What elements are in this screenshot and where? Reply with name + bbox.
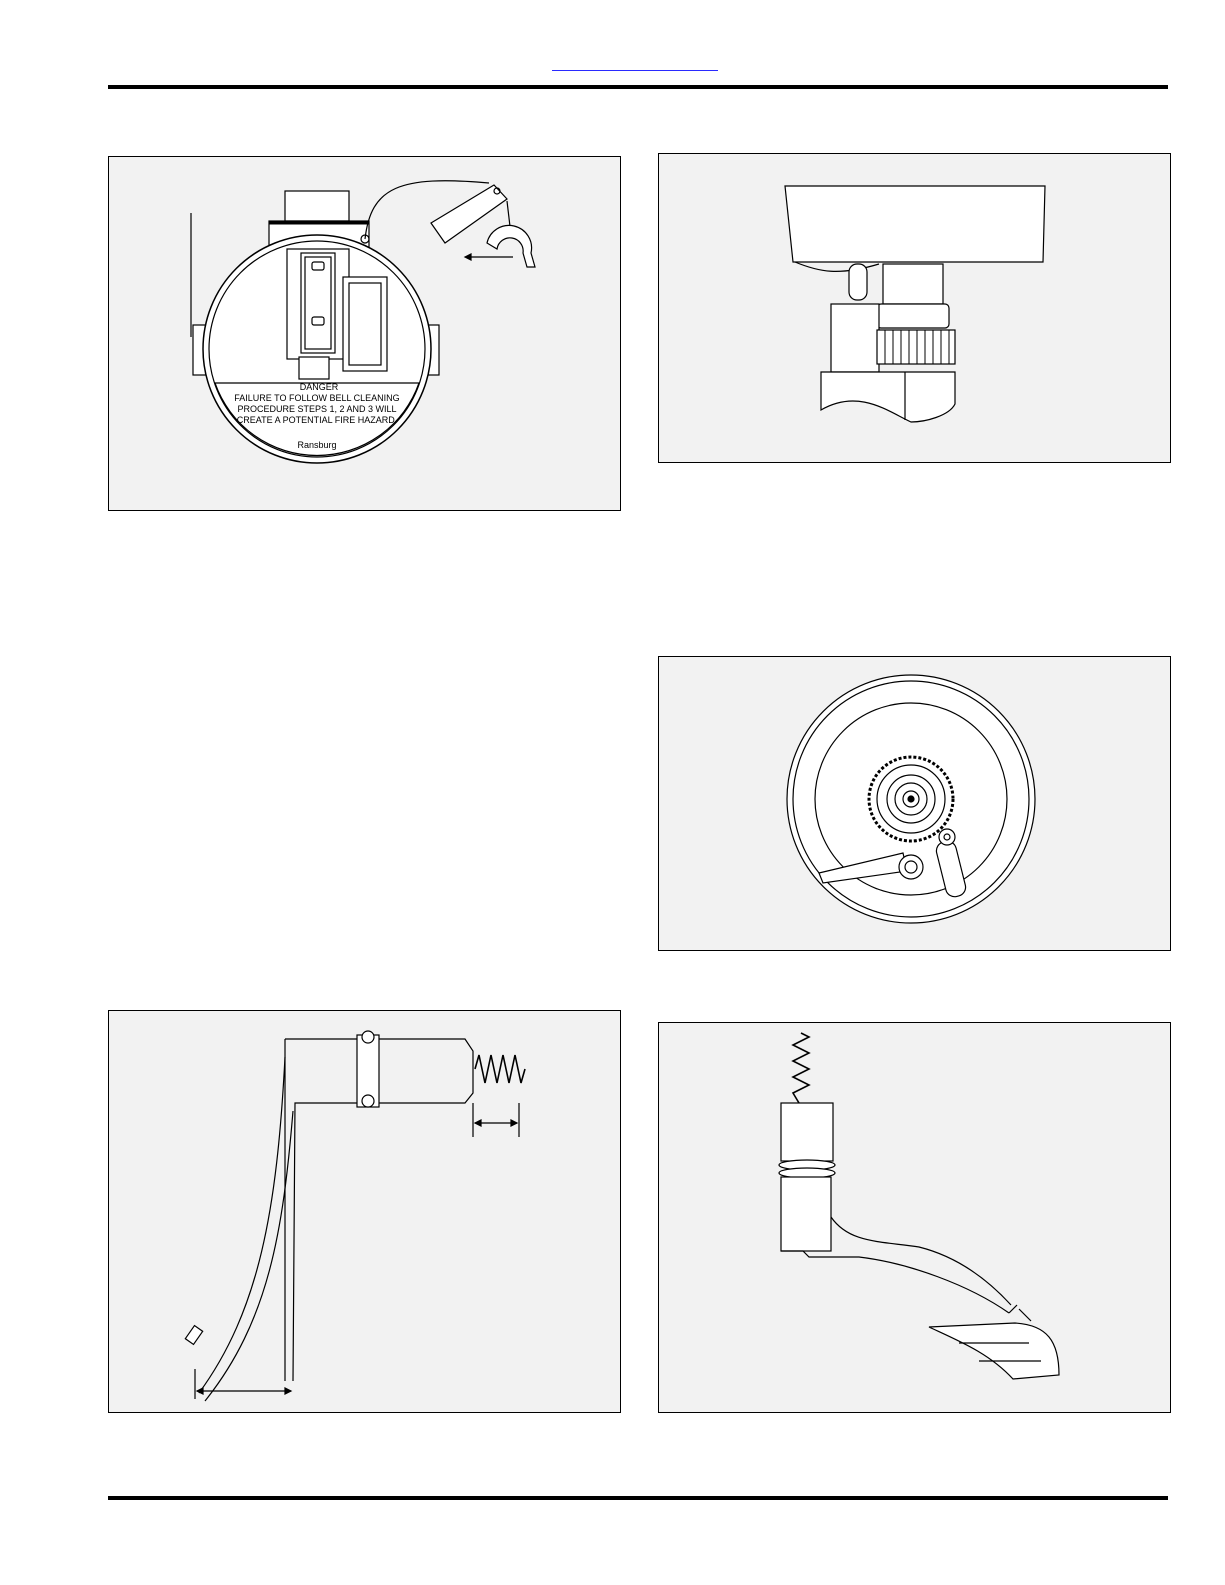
danger-title: DANGER xyxy=(300,382,339,392)
atomizer-side-drawing xyxy=(659,154,1172,464)
lever-spring-drawing xyxy=(109,1011,622,1414)
figure-lever-assembly xyxy=(658,1022,1171,1413)
figure-lever-spring xyxy=(108,1010,621,1413)
footer-rule xyxy=(108,1496,1168,1500)
header-link[interactable] xyxy=(552,58,718,71)
figure-bell-danger-label: DANGER FAILURE TO FOLLOW BELL CLEANING P… xyxy=(108,156,621,511)
danger-line-1: FAILURE TO FOLLOW BELL CLEANING xyxy=(234,393,399,403)
lever-assembly-drawing xyxy=(659,1023,1172,1414)
danger-line-3: CREATE A POTENTIAL FIRE HAZARD. xyxy=(237,415,398,425)
bell-front-drawing xyxy=(659,657,1172,952)
bell-danger-drawing: DANGER FAILURE TO FOLLOW BELL CLEANING P… xyxy=(109,157,622,512)
figure-bell-front-view xyxy=(658,656,1171,951)
figure-atomizer-side-view xyxy=(658,153,1171,463)
danger-line-2: PROCEDURE STEPS 1, 2 AND 3 WILL xyxy=(237,404,396,414)
brand-label: Ransburg xyxy=(297,440,336,450)
header-rule xyxy=(108,85,1168,89)
